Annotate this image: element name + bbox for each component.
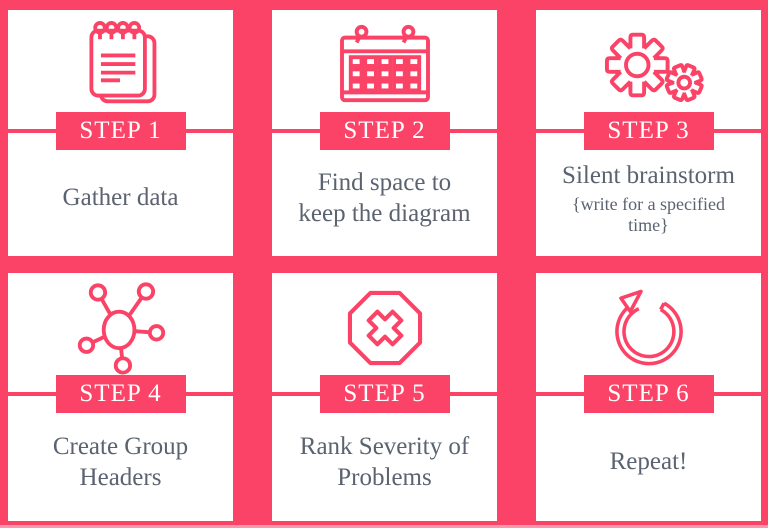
step-5-title: Rank Severity of Problems [299, 432, 470, 492]
step-card-1: STEP 1 Gather data [8, 10, 233, 256]
step-1-description: Gather data [8, 150, 233, 256]
step-6-badge: STEP 6 [583, 375, 714, 413]
step-6-band-row: STEP 6 [536, 375, 761, 413]
step-1-label: STEP 1 [79, 117, 162, 144]
calendar-icon [339, 24, 430, 103]
notepad-icon [88, 21, 156, 104]
bottom-edge-highlight [0, 525, 768, 528]
octagon-x-icon [347, 290, 422, 366]
step-1-title: Gather data [62, 184, 179, 212]
step-6-description: Repeat! [536, 413, 761, 521]
step-3-label: STEP 3 [607, 117, 690, 144]
step-2-band-row: STEP 2 [272, 112, 497, 150]
step-card-3: STEP 3 Silent brainstorm {write for a sp… [536, 10, 761, 256]
step-3-badge: STEP 3 [583, 112, 714, 150]
step-5-band-row: STEP 5 [272, 375, 497, 413]
step-5-icon-area [272, 273, 497, 375]
step-4-title: Create Group Headers [52, 432, 189, 492]
step-1-band-row: STEP 1 [8, 112, 233, 150]
step-card-6: STEP 6 Repeat! [536, 273, 761, 521]
step-5-description: Rank Severity of Problems [272, 413, 497, 521]
gears-icon [604, 32, 704, 102]
step-3-title: Silent brainstorm [562, 162, 735, 190]
step-2-label: STEP 2 [343, 117, 426, 144]
step-1-badge: STEP 1 [55, 112, 186, 150]
step-3-subtitle: {write for a specified time} [571, 193, 726, 235]
step-4-badge: STEP 4 [55, 375, 186, 413]
step-card-5: STEP 5 Rank Severity of Problems [272, 273, 497, 521]
step-card-4: STEP 4 Create Group Headers [8, 273, 233, 521]
step-6-label: STEP 6 [607, 380, 690, 407]
step-1-icon-area [8, 10, 233, 112]
step-2-title: Find space to keep the diagram [298, 168, 471, 228]
step-4-description: Create Group Headers [8, 413, 233, 521]
step-5-label: STEP 5 [343, 380, 426, 407]
step-2-description: Find space to keep the diagram [272, 150, 497, 256]
step-2-icon-area [272, 10, 497, 112]
step-3-description: Silent brainstorm {write for a specified… [536, 150, 761, 256]
step-6-title: Repeat! [609, 448, 688, 476]
repeat-icon [614, 289, 683, 366]
step-3-icon-area [536, 10, 761, 112]
mindmap-icon [77, 282, 165, 375]
step-card-2: STEP 2 Find space to keep the diagram [272, 10, 497, 256]
step-4-icon-area [8, 273, 233, 375]
step-4-band-row: STEP 4 [8, 375, 233, 413]
step-5-badge: STEP 5 [319, 375, 450, 413]
step-3-band-row: STEP 3 [536, 112, 761, 150]
step-2-badge: STEP 2 [319, 112, 450, 150]
step-6-icon-area [536, 273, 761, 375]
step-4-label: STEP 4 [79, 380, 162, 407]
